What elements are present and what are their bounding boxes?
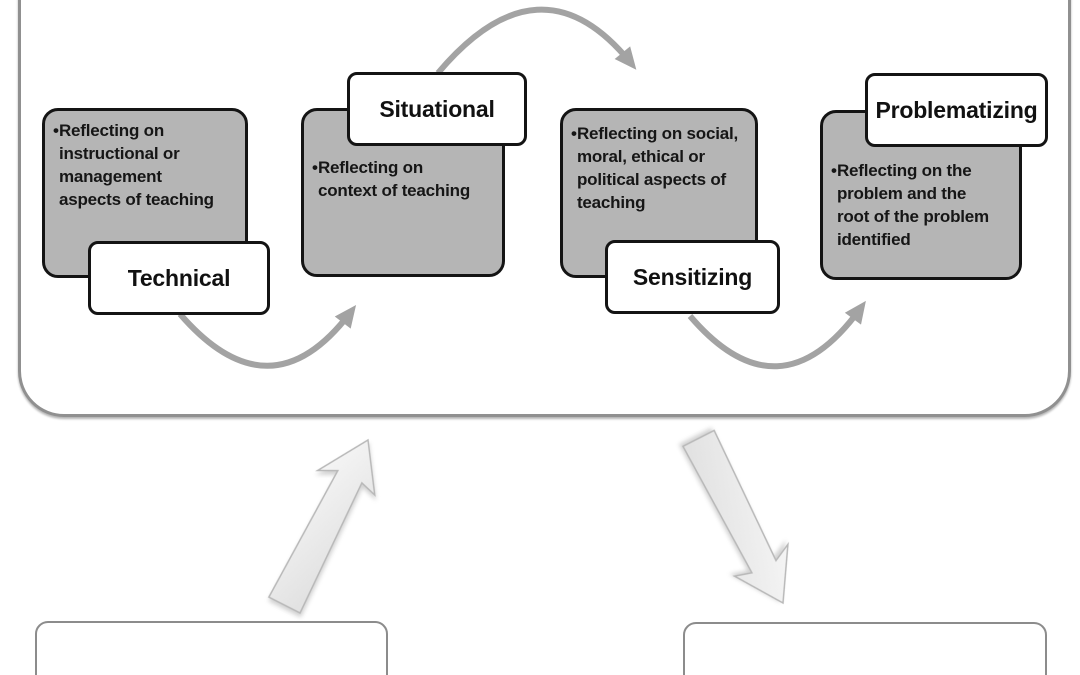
bullet-icon: • — [53, 121, 59, 140]
block-arrow-down-icon — [681, 429, 789, 605]
stage-label-problematizing: Problematizing — [865, 73, 1048, 147]
bottom-right-box — [683, 622, 1047, 675]
stage-bullet-text: Reflecting on the problem and the root o… — [836, 161, 989, 249]
stage-card-content: • Reflecting on instructional or managem… — [45, 111, 214, 211]
bullet-icon: • — [571, 124, 577, 143]
stage-bullet-text: Reflecting on instructional or managemen… — [58, 121, 214, 209]
stage-label-situational: Situational — [347, 72, 527, 146]
stage-card-content: • Reflecting on the problem and the root… — [823, 113, 989, 251]
bullet-icon: • — [312, 158, 318, 177]
stage-card-content: • Reflecting on social, moral, ethical o… — [563, 111, 738, 214]
stage-bullet-text: Reflecting on context of teaching — [317, 158, 471, 200]
stage-label-technical: Technical — [88, 241, 270, 315]
stage-card-content: • Reflecting on context of teaching — [304, 111, 470, 202]
bullet-icon: • — [831, 161, 837, 180]
stage-bullet-text: Reflecting on social, moral, ethical or … — [576, 124, 739, 212]
block-arrow-up-icon — [267, 438, 376, 615]
bottom-left-box — [35, 621, 388, 675]
stage-label-sensitizing: Sensitizing — [605, 240, 780, 314]
